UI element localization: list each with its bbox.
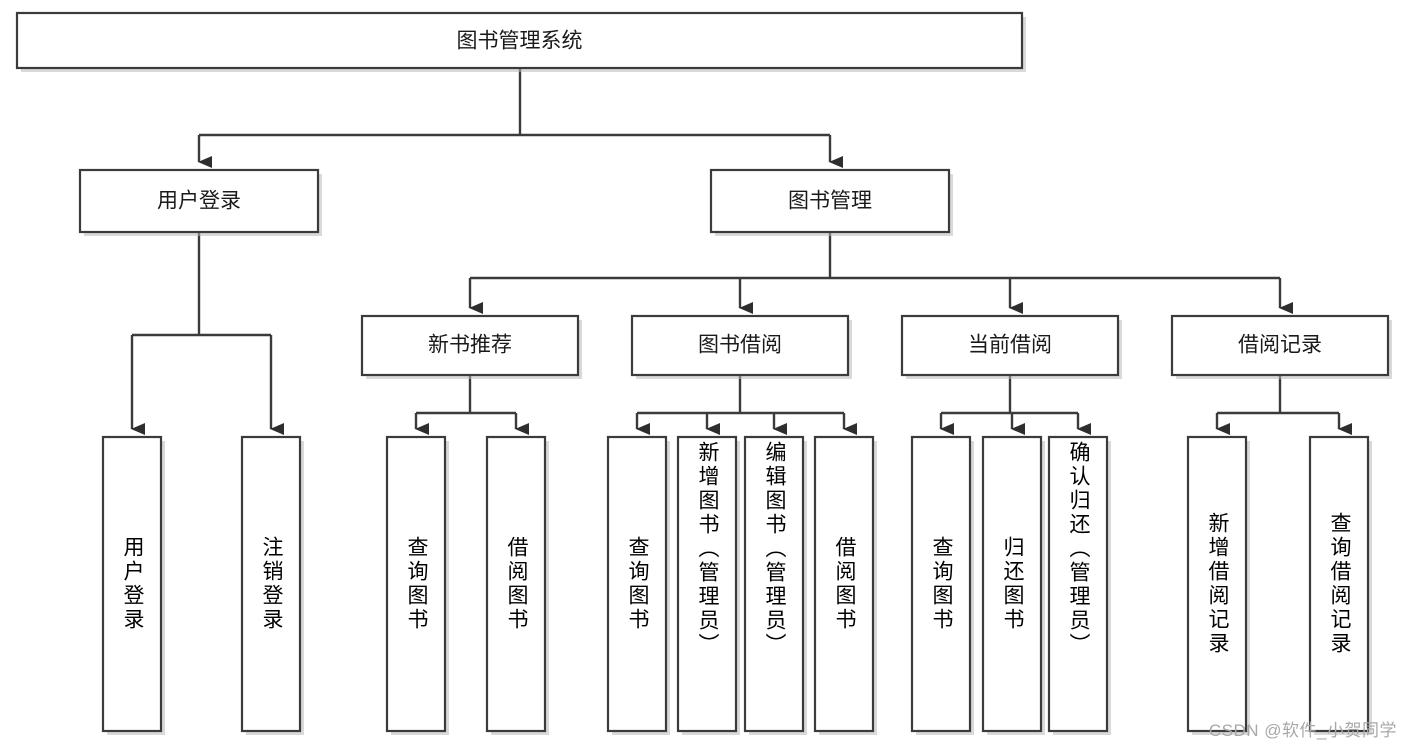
leaf-cb-return-book-label: 归还图书 — [1001, 536, 1024, 632]
leaf-cb-return-book[interactable]: 归还图书 — [981, 435, 1045, 735]
leaf-nb-query-book[interactable]: 查询图书 — [385, 435, 449, 735]
leaf-cb-confirm-return-admin[interactable]: 确认归还（管理员） — [1047, 435, 1111, 735]
node-new-book-recommend[interactable]: 新书推荐 — [360, 314, 582, 379]
leaf-logout-label: 注销登录 — [260, 536, 283, 632]
node-root[interactable]: 图书管理系统 — [15, 11, 1026, 72]
leaf-user-login[interactable]: 用户登录 — [101, 435, 165, 735]
leaf-bb-edit-book-admin-label: 编辑图书（管理员） — [763, 441, 786, 657]
leaf-cb-confirm-return-admin-label: 确认归还（管理员） — [1067, 441, 1090, 657]
leaf-bb-add-book-admin[interactable]: 新增图书（管理员） — [676, 435, 740, 735]
leaf-user-login-label: 用户登录 — [121, 536, 144, 632]
node-new-book-recommend-label: 新书推荐 — [428, 334, 512, 357]
leaf-cb-query-book-label: 查询图书 — [930, 536, 953, 632]
leaf-bb-edit-book-admin[interactable]: 编辑图书（管理员） — [743, 435, 807, 735]
node-borrow-record[interactable]: 借阅记录 — [1170, 314, 1392, 379]
leaf-bb-borrow-book-label: 借阅图书 — [833, 536, 856, 632]
node-borrow-record-label: 借阅记录 — [1238, 334, 1322, 357]
node-book-management[interactable]: 图书管理 — [709, 168, 953, 236]
node-book-borrow-label: 图书借阅 — [698, 334, 782, 357]
leaf-br-add-record[interactable]: 新增借阅记录 — [1186, 435, 1250, 735]
leaf-cb-query-book[interactable]: 查询图书 — [910, 435, 974, 735]
connectors-layer — [130, 68, 1352, 435]
leaf-nb-query-book-label: 查询图书 — [405, 536, 428, 632]
node-current-borrow[interactable]: 当前借阅 — [900, 314, 1122, 379]
leaf-bb-query-book-label: 查询图书 — [626, 536, 649, 632]
node-user-login[interactable]: 用户登录 — [78, 168, 322, 236]
leaf-bb-borrow-book[interactable]: 借阅图书 — [813, 435, 877, 735]
node-book-management-label: 图书管理 — [788, 190, 872, 213]
leaf-nb-borrow-book-label: 借阅图书 — [505, 536, 528, 632]
node-book-borrow[interactable]: 图书借阅 — [630, 314, 852, 379]
leaf-br-add-record-label: 新增借阅记录 — [1206, 512, 1229, 656]
leaf-bb-query-book[interactable]: 查询图书 — [606, 435, 670, 735]
node-current-borrow-label: 当前借阅 — [968, 334, 1052, 357]
leaf-br-query-record[interactable]: 查询借阅记录 — [1308, 435, 1372, 735]
leaf-br-query-record-label: 查询借阅记录 — [1328, 512, 1351, 656]
leaf-nb-borrow-book[interactable]: 借阅图书 — [485, 435, 549, 735]
leaf-bb-add-book-admin-label: 新增图书（管理员） — [696, 441, 719, 657]
leaf-logout[interactable]: 注销登录 — [240, 435, 304, 735]
node-root-label: 图书管理系统 — [457, 30, 583, 53]
node-user-login-label: 用户登录 — [157, 190, 241, 213]
